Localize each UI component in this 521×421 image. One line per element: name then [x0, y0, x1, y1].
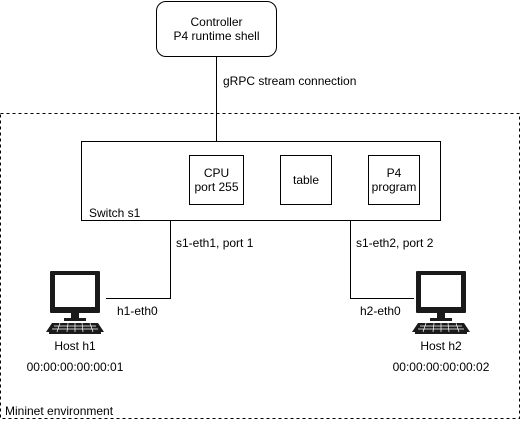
table-label: table [292, 173, 320, 187]
mininet-environment-label: Mininet environment [5, 404, 114, 418]
h2-link-line [350, 208, 414, 299]
right-port-label: s1-eth2, port 2 [356, 236, 434, 250]
host-h1-mac: 00:00:00:00:00:01 [26, 360, 124, 374]
h1-interface-label: h1-eth0 [117, 304, 158, 318]
p4-program-label: program [371, 180, 417, 194]
h1-link-line [106, 208, 171, 299]
p4-program-box: P4 program [368, 155, 420, 205]
computer-icon [412, 271, 470, 334]
controller-title: Controller [190, 15, 243, 29]
left-port-label: s1-eth1, port 1 [176, 236, 254, 250]
controller-subtitle: P4 runtime shell [173, 29, 260, 43]
computer-icon [46, 271, 104, 334]
cpu-port-label: port 255 [194, 180, 239, 194]
host-h2-mac: 00:00:00:00:00:02 [392, 360, 490, 374]
h2-interface-label: h2-eth0 [360, 304, 401, 318]
table-box: table [280, 155, 332, 205]
host-h1-name: Host h1 [54, 339, 96, 353]
cpu-port-box: CPU port 255 [189, 155, 244, 205]
host-h2-name: Host h2 [420, 339, 462, 353]
controller-box: Controller P4 runtime shell [156, 1, 277, 57]
mininet-environment-border [0, 113, 520, 419]
cpu-label: CPU [203, 166, 230, 180]
p4-label: P4 [386, 166, 402, 180]
switch-label: Switch s1 [89, 206, 141, 220]
grpc-connection-label: gRPC stream connection [223, 74, 357, 88]
